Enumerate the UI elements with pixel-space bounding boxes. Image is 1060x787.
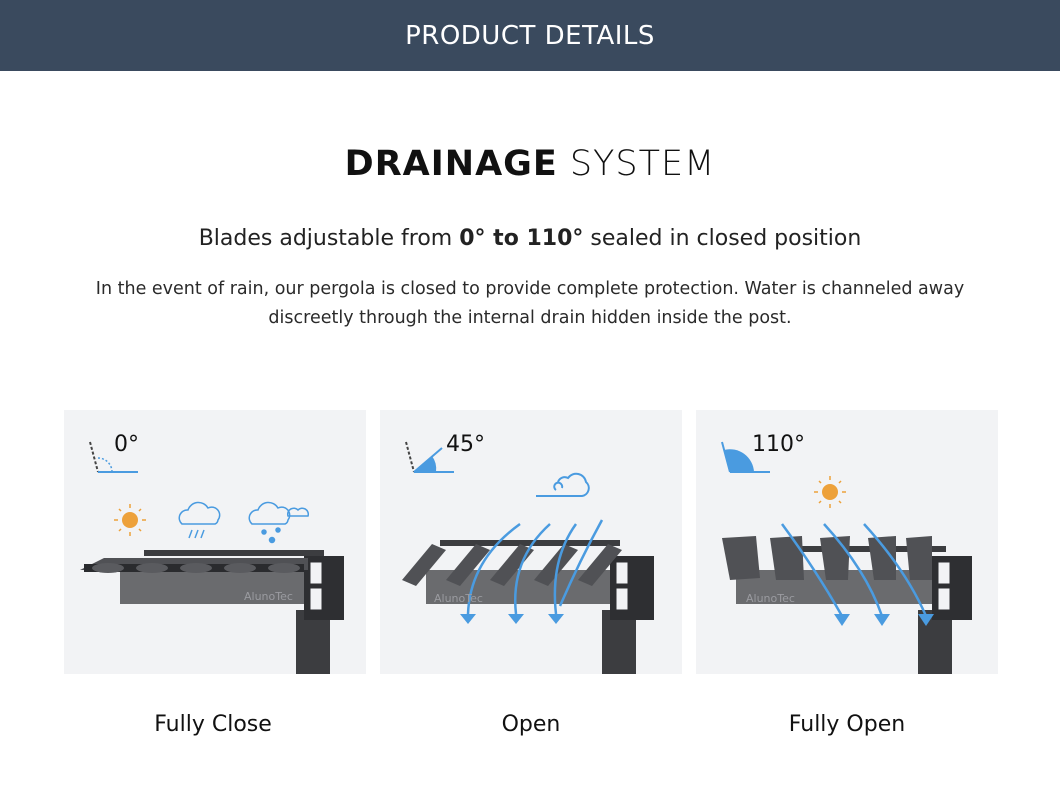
brand-watermark: AlunoTec xyxy=(746,592,795,605)
snow-cloud-icon xyxy=(248,501,310,544)
pergola-fully-open-structure xyxy=(722,536,972,674)
subtitle-post: sealed in closed position xyxy=(583,226,862,251)
pergola-half-open-structure xyxy=(402,540,654,674)
panel-open: AlunoTec xyxy=(380,410,682,674)
brand-watermark: AlunoTec xyxy=(244,590,293,603)
caption-fully-close: Fully Close xyxy=(154,712,272,737)
section-title: DRAINAGE SYSTEM xyxy=(0,144,1060,184)
caption-fully-open: Fully Open xyxy=(788,712,906,737)
subtitle-pre: Blades adjustable from xyxy=(198,226,460,251)
section-title-light: SYSTEM xyxy=(569,144,716,184)
header-banner: PRODUCT DETAILS xyxy=(0,0,1060,71)
brand-watermark: AlunoTec xyxy=(434,592,483,605)
angle-label-fully-open: 110° xyxy=(752,432,805,457)
rain-flow-arrows xyxy=(780,523,928,617)
sun-icon xyxy=(114,504,146,536)
rain-cloud-icon xyxy=(178,501,221,539)
sun-icon xyxy=(814,476,846,508)
angle-0-icon xyxy=(89,441,138,473)
angle-45-icon xyxy=(405,441,454,473)
subtitle-bold: 0° to 110° xyxy=(459,226,584,251)
rain-flow-arrows xyxy=(466,519,604,615)
panel-fully-close: AlunoTec xyxy=(64,410,366,674)
section-description: In the event of rain, our pergola is clo… xyxy=(95,279,965,328)
section-subtitle: Blades adjustable from 0° to 110° sealed… xyxy=(0,226,1060,251)
angle-label-open: 45° xyxy=(446,432,485,457)
angle-110-icon xyxy=(721,441,770,473)
header-title: PRODUCT DETAILS xyxy=(405,20,655,51)
pergola-closed-structure xyxy=(80,550,344,674)
caption-open: Open xyxy=(501,712,561,737)
angle-label-fully-close: 0° xyxy=(114,432,139,457)
section-title-bold: DRAINAGE xyxy=(344,144,558,184)
wind-cloud-icon xyxy=(536,472,590,497)
panel-fully-open: AlunoTec xyxy=(696,410,998,674)
